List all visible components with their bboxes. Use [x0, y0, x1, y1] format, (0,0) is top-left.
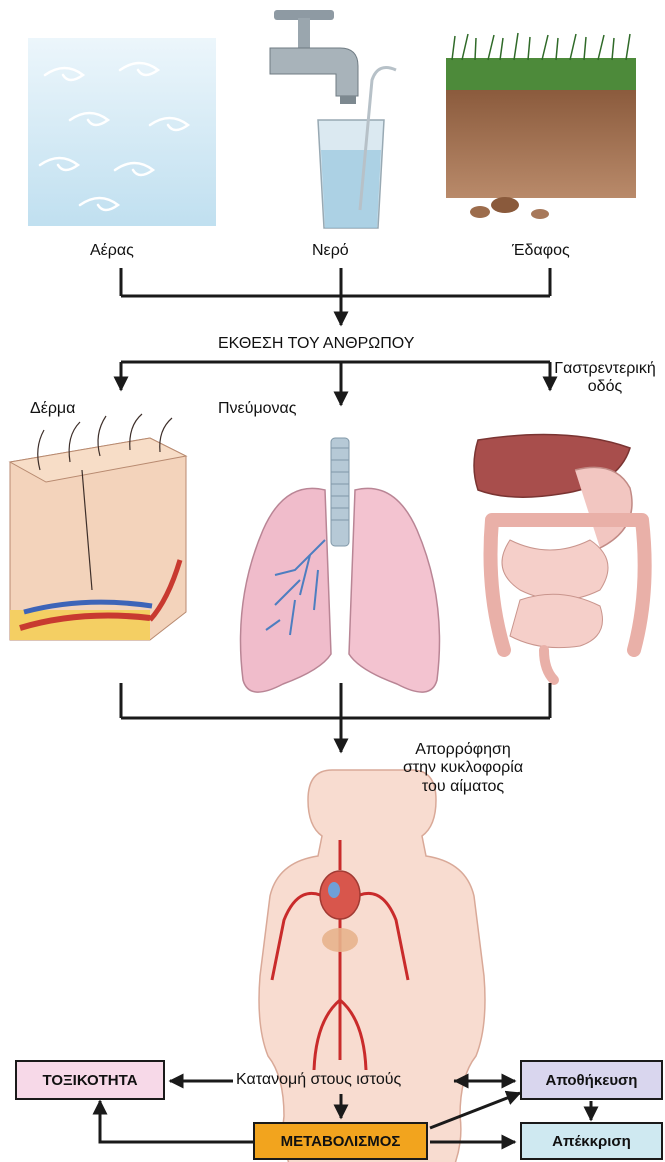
toxicity-box: ΤΟΞΙΚΟΤΗΤΑ [15, 1060, 165, 1100]
body-illustration [259, 770, 485, 1162]
lung-illustration [241, 438, 440, 692]
route-skin-label: Δέρμα [30, 400, 75, 418]
exposure-label: ΕΚΘΕΣΗ ΤΟΥ ΑΝΘΡΩΠΟΥ [218, 335, 414, 353]
absorption-label-line3: του αίματος [388, 778, 538, 796]
excretion-box: Απέκκριση [520, 1122, 663, 1160]
source-water-label: Νερό [312, 242, 349, 260]
source-air-label: Αέρας [90, 242, 134, 260]
water-illustration [270, 10, 396, 228]
gi-illustration [474, 435, 645, 680]
route-lung-label: Πνεύμονας [218, 400, 297, 418]
absorption-label-line1: Απορρόφηση [388, 741, 538, 759]
route-gi-label-line1: Γαστρεντερική [545, 360, 665, 378]
distribution-label: Κατανομή στους ιστούς [236, 1071, 401, 1089]
absorption-label-line2: στην κυκλοφορία [388, 759, 538, 777]
absorption-label: Απορρόφηση στην κυκλοφορία του αίματος [388, 741, 538, 796]
route-gi-label-line2: οδός [545, 378, 665, 396]
skin-illustration [10, 414, 186, 640]
metabolism-box: ΜΕΤΑΒΟΛΙΣΜΟΣ [253, 1122, 428, 1160]
route-gi-label: Γαστρεντερική οδός [545, 360, 665, 397]
storage-box: Αποθήκευση [520, 1060, 663, 1100]
air-illustration [28, 38, 216, 226]
source-soil-label: Έδαφος [512, 242, 570, 260]
soil-illustration [446, 33, 636, 219]
